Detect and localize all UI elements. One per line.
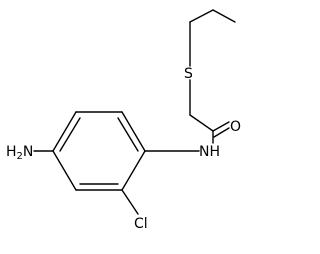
amide-nh-label: NH — [199, 144, 220, 160]
ring-bond-1 — [121, 111, 146, 152]
molecule-svg: S O NH Cl H2N — [6, 9, 241, 232]
amine-subscript: 2 — [17, 151, 23, 162]
amine-label: H2N — [6, 144, 33, 162]
structure-diagram: S O NH Cl H2N — [6, 9, 241, 232]
bond-ch3-ch2 — [212, 9, 236, 23]
bond-ch2-carbonyl — [189, 114, 214, 132]
chlorine-label: Cl — [134, 216, 148, 232]
bond-ch2-ch2 — [189, 9, 214, 23]
ring-double-2 — [59, 117, 81, 152]
sulfur-label: S — [184, 66, 193, 82]
ring-bond-4 — [52, 150, 77, 191]
ring-bond-6 — [121, 150, 146, 191]
ring-double-1 — [117, 117, 139, 152]
amine-h: H — [6, 144, 17, 160]
bond-carbonyl-o-2 — [213, 127, 230, 138]
bond-carbonyl-o-1 — [212, 121, 230, 132]
bond-ring-cl — [121, 189, 139, 215]
oxygen-label: O — [230, 119, 241, 135]
amine-n: N — [23, 144, 33, 160]
ring-bond-3 — [52, 111, 77, 152]
